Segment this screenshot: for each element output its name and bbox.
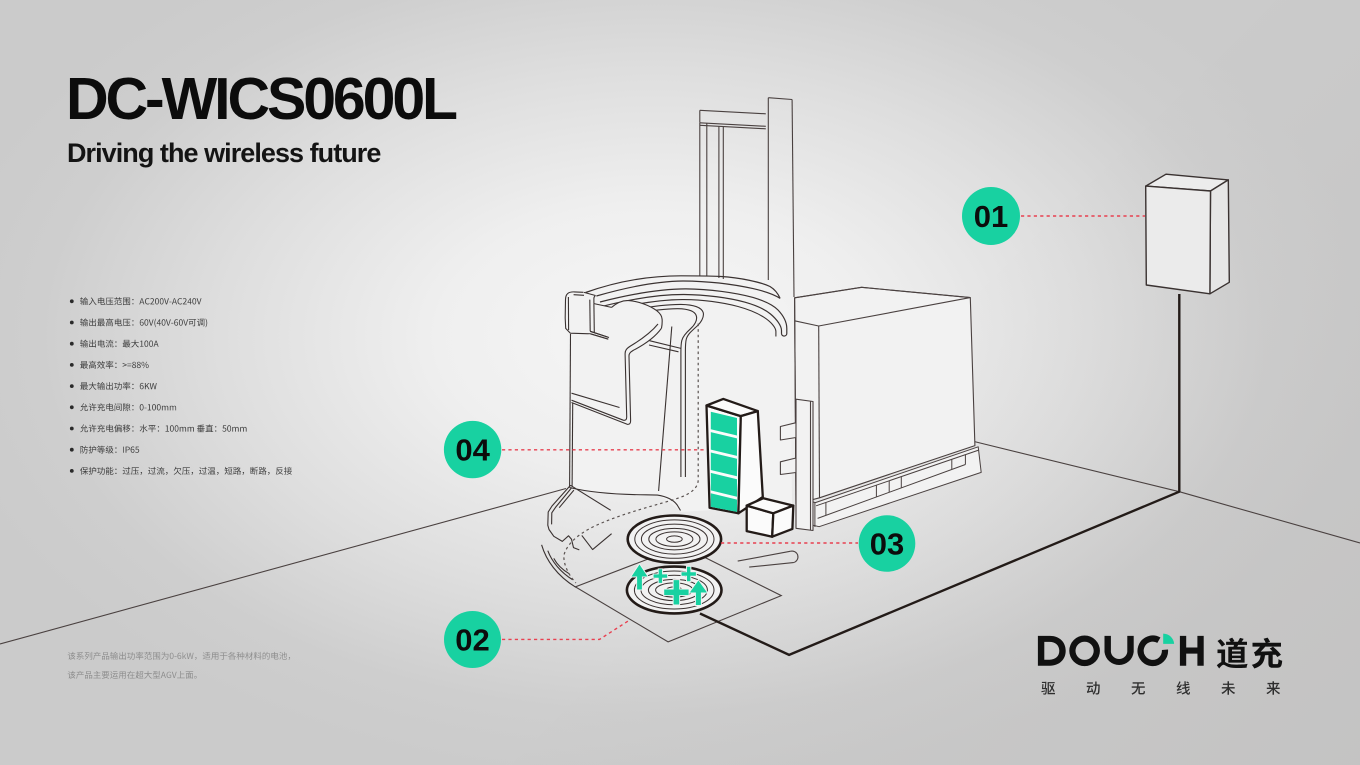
svg-text:03: 03 [870,526,904,561]
svg-text:01: 01 [974,199,1008,234]
svg-text:02: 02 [455,622,489,657]
svg-text:04: 04 [455,433,490,468]
